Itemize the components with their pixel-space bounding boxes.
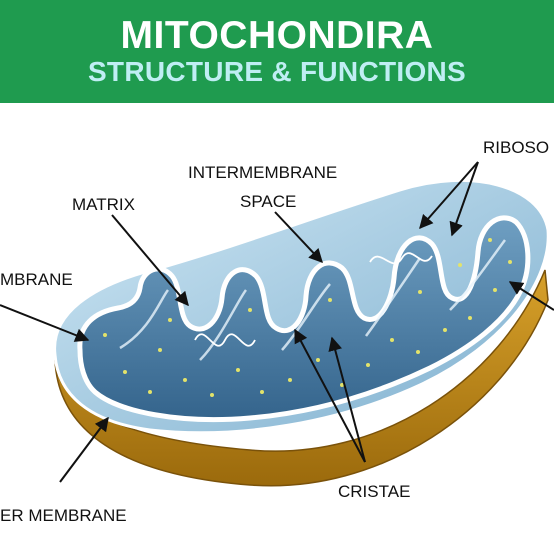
arrow-right-edge	[508, 281, 554, 311]
dna-strand	[194, 252, 433, 347]
label-outer-membrane: ER MEMBRANE	[0, 506, 127, 525]
arrow-ribosome-2	[449, 161, 479, 237]
label-intermembrane-1: INTERMEMBRANE	[188, 163, 337, 182]
label-matrix: MATRIX	[72, 195, 135, 214]
arrow-ribosome-1	[419, 161, 479, 230]
mitochondria-diagram: INTERMEMBRANE SPACE MATRIX RIBOSO MBRANE…	[0, 138, 554, 525]
ribosome-dots	[103, 238, 512, 397]
arrow-intermembrane	[274, 211, 323, 264]
arrow-inner-membrane	[0, 304, 90, 342]
label-intermembrane-2: SPACE	[240, 192, 296, 211]
label-cristae: CRISTAE	[338, 482, 410, 501]
label-ribosomes: RIBOSO	[483, 138, 549, 157]
arrow-outer-membrane	[59, 416, 109, 483]
label-inner-membrane: MBRANE	[0, 270, 73, 289]
header-banner	[0, 0, 554, 103]
arrow-cristae-1	[294, 328, 366, 463]
page-subtitle: STRUCTURE & FUNCTIONS	[87, 56, 467, 87]
page-title: MITOCHONDIRA	[120, 14, 434, 57]
outer-membrane-shell	[55, 270, 548, 486]
arrow-matrix	[111, 214, 189, 307]
arrow-cristae-2	[328, 336, 366, 463]
